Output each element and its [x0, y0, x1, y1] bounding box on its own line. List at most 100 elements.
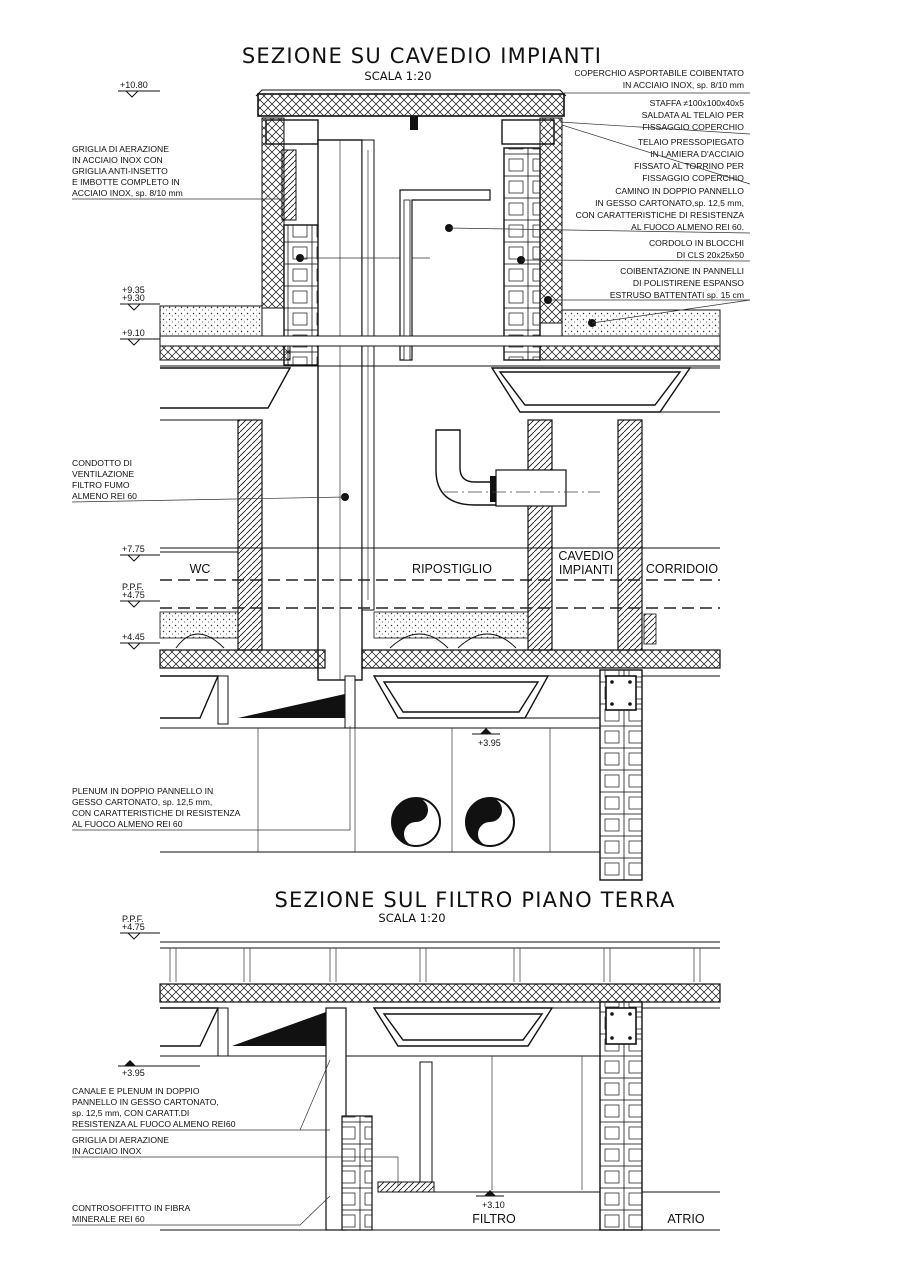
- note-plenum: PLENUM IN DOPPIO PANNELLO IN GESSO CARTO…: [72, 726, 351, 831]
- level-marker: +9.10: [120, 328, 160, 346]
- chimney-cap: [255, 89, 567, 145]
- svg-text:ALMENO REI 60: ALMENO REI 60: [72, 491, 137, 501]
- svg-text:VENTILAZIONE: VENTILAZIONE: [72, 469, 134, 479]
- svg-text:FISSAGGIO COPERCHIO: FISSAGGIO COPERCHIO: [642, 173, 744, 183]
- svg-text:+9.30: +9.30: [122, 293, 145, 303]
- svg-text:GESSO CARTONATO, sp. 12,5 mm,: GESSO CARTONATO, sp. 12,5 mm,: [72, 797, 212, 807]
- room-label-atrio: ATRIO: [667, 1212, 705, 1226]
- svg-text:DI POLISTIRENE ESPANSO: DI POLISTIRENE ESPANSO: [633, 278, 744, 288]
- walls-floor-below: [237, 419, 643, 651]
- svg-text:ESTRUSO BATTENTATI sp. 15 cm: ESTRUSO BATTENTATI sp. 15 cm: [610, 290, 744, 300]
- note-coperchio: COPERCHIO ASPORTABILE COIBENTATO IN ACCI…: [564, 68, 750, 94]
- svg-text:CORDOLO IN BLOCCHI: CORDOLO IN BLOCCHI: [649, 238, 744, 248]
- svg-text:IN GESSO CARTONATO,sp. 12,5 mm: IN GESSO CARTONATO,sp. 12,5 mm,: [595, 198, 744, 208]
- level-marker: P.P.F. +4.75: [120, 914, 160, 940]
- note-griglia: GRIGLIA DI AERAZIONE IN ACCIAIO INOX CON…: [72, 144, 288, 200]
- chimney-right-wall: [503, 117, 563, 361]
- svg-text:IN LAMIERA D'ACCIAIO: IN LAMIERA D'ACCIAIO: [650, 149, 744, 159]
- level-marker: +3.95: [118, 1060, 200, 1078]
- room-label-cavedio: CAVEDIO: [558, 549, 614, 563]
- room-label-filtro: FILTRO: [472, 1212, 516, 1226]
- svg-text:+3.10: +3.10: [482, 1200, 505, 1210]
- svg-text:PLENUM IN DOPPIO PANNELLO IN: PLENUM IN DOPPIO PANNELLO IN: [72, 786, 213, 796]
- svg-text:GRIGLIA DI AERAZIONE: GRIGLIA DI AERAZIONE: [72, 1135, 169, 1145]
- svg-text:TELAIO PRESSOPIEGATO: TELAIO PRESSOPIEGATO: [638, 137, 744, 147]
- level-marker: +3.10: [476, 1190, 505, 1210]
- scale-top: SCALA 1:20: [364, 69, 431, 83]
- svg-text:FISSAGGIO COPERCHIO: FISSAGGIO COPERCHIO: [642, 122, 744, 132]
- svg-text:sp. 12,5 mm, CON CARATT.DI: sp. 12,5 mm, CON CARATT.DI: [72, 1108, 189, 1118]
- svg-text:P.P.F.: P.P.F.: [122, 914, 144, 924]
- scale-bottom: SCALA 1:20: [378, 911, 445, 925]
- note-condotto: CONDOTTO DI VENTILAZIONE FILTRO FUMO ALM…: [71, 458, 346, 503]
- column: [599, 613, 657, 881]
- room-label-ripostiglio: RIPOSTIGLIO: [412, 562, 492, 576]
- svg-text:COPERCHIO ASPORTABILE COIBENTA: COPERCHIO ASPORTABILE COIBENTATO: [574, 68, 744, 78]
- svg-text:+3.95: +3.95: [122, 1068, 145, 1078]
- svg-text:DI CLS 20x25x50: DI CLS 20x25x50: [677, 250, 745, 260]
- level-marker: +3.95: [472, 728, 501, 748]
- svg-text:+7.75: +7.75: [122, 544, 145, 554]
- svg-text:IN ACCIAIO INOX CON: IN ACCIAIO INOX CON: [72, 155, 163, 165]
- note-staffa: STAFFA ≠100x100x40x5 SALDATA AL TELAIO P…: [559, 98, 751, 135]
- level-marker: +10.80: [118, 80, 160, 98]
- svg-text:CAMINO IN DOPPIO PANNELLO: CAMINO IN DOPPIO PANNELLO: [615, 186, 744, 196]
- column: [599, 1001, 643, 1231]
- room-label-wc: WC: [190, 562, 211, 576]
- chimney-left-wall: [261, 117, 323, 366]
- level-marker: +9.35 +9.30: [120, 285, 160, 311]
- svg-text:+3.95: +3.95: [478, 738, 501, 748]
- svg-text:+4.75: +4.75: [122, 922, 145, 932]
- svg-text:AL FUOCO ALMENO REI 60: AL FUOCO ALMENO REI 60: [72, 819, 183, 829]
- bent-pipe: [435, 429, 600, 507]
- level-marker: P.P.F. +4.75: [120, 582, 160, 608]
- svg-text:P.P.F.: P.P.F.: [122, 582, 144, 592]
- svg-text:+4.75: +4.75: [122, 590, 145, 600]
- svg-text:SALDATA AL TELAIO PER: SALDATA AL TELAIO PER: [642, 110, 744, 120]
- ground-floor-slab: [159, 941, 721, 1057]
- plenum-fans: [160, 728, 600, 853]
- svg-text:IN ACCIAIO INOX, sp. 8/10 mm: IN ACCIAIO INOX, sp. 8/10 mm: [623, 80, 744, 90]
- note-coibentazione: COIBENTAZIONE IN PANNELLI DI POLISTIRENE…: [548, 266, 751, 324]
- note-griglia-inox: GRIGLIA DI AERAZIONE IN ACCIAIO INOX: [72, 1135, 399, 1186]
- svg-text:GRIGLIA DI AERAZIONE: GRIGLIA DI AERAZIONE: [72, 144, 169, 154]
- note-canale: CANALE E PLENUM IN DOPPIO PANNELLO IN GE…: [72, 1059, 331, 1131]
- svg-text:GRIGLIA ANTI-INSETTO: GRIGLIA ANTI-INSETTO: [72, 166, 168, 176]
- roof-slab: [159, 305, 721, 421]
- svg-text:COIBENTAZIONE IN PANNELLI: COIBENTAZIONE IN PANNELLI: [620, 266, 744, 276]
- note-controsoffitto: CONTROSOFFITTO IN FIBRA MINERALE REI 60: [72, 1195, 331, 1226]
- svg-text:STAFFA ≠100x100x40x5: STAFFA ≠100x100x40x5: [650, 98, 745, 108]
- note-camino: CAMINO IN DOPPIO PANNELLO IN GESSO CARTO…: [448, 186, 751, 234]
- lower-slab: [160, 675, 720, 729]
- level-marker: +7.75: [120, 544, 160, 562]
- svg-text:+10.80: +10.80: [120, 80, 148, 90]
- room-label-impianti: IMPIANTI: [559, 563, 613, 577]
- svg-text:CON CARATTERISTICHE DI RESISTE: CON CARATTERISTICHE DI RESISTENZA: [72, 808, 241, 818]
- svg-text:MINERALE REI 60: MINERALE REI 60: [72, 1214, 145, 1224]
- floor-lines: [159, 547, 721, 669]
- svg-text:PANNELLO IN GESSO CARTONATO,: PANNELLO IN GESSO CARTONATO,: [72, 1097, 219, 1107]
- title-bottom: SEZIONE SUL FILTRO PIANO TERRA: [274, 888, 675, 912]
- room-label-corridoio: CORRIDOIO: [646, 562, 719, 576]
- svg-text:CANALE E PLENUM IN DOPPIO: CANALE E PLENUM IN DOPPIO: [72, 1086, 200, 1096]
- note-telaio: TELAIO PRESSOPIEGATO IN LAMIERA D'ACCIAI…: [561, 124, 751, 185]
- svg-text:CON CARATTERISTICHE DI RESISTE: CON CARATTERISTICHE DI RESISTENZA: [576, 210, 745, 220]
- svg-text:IN ACCIAIO INOX: IN ACCIAIO INOX: [72, 1146, 142, 1156]
- svg-text:CONTROSOFFITTO IN FIBRA: CONTROSOFFITTO IN FIBRA: [72, 1203, 191, 1213]
- note-cordolo: CORDOLO IN BLOCCHI DI CLS 20x25x50: [520, 238, 751, 262]
- svg-text:+9.10: +9.10: [122, 328, 145, 338]
- svg-text:ACCIAIO INOX, sp. 8/10 mm: ACCIAIO INOX, sp. 8/10 mm: [72, 188, 183, 198]
- svg-text:+9.35: +9.35: [122, 285, 145, 295]
- ventilation-duct: [296, 139, 430, 681]
- svg-text:CONDOTTO DI: CONDOTTO DI: [72, 458, 132, 468]
- svg-text:+4.45: +4.45: [122, 632, 145, 642]
- svg-text:RESISTENZA AL FUOCO ALMENO REI: RESISTENZA AL FUOCO ALMENO REI60: [72, 1119, 236, 1129]
- filter-room: [160, 1007, 720, 1231]
- svg-text:FILTRO FUMO: FILTRO FUMO: [72, 480, 130, 490]
- svg-text:FISSATO AL TORRINO PER: FISSATO AL TORRINO PER: [634, 161, 744, 171]
- level-marker: +4.45: [120, 632, 160, 650]
- svg-text:AL FUOCO ALMENO REI 60.: AL FUOCO ALMENO REI 60.: [631, 222, 744, 232]
- title-top: SEZIONE SU CAVEDIO IMPIANTI: [242, 44, 602, 68]
- svg-text:E IMBOTTE COMPLETO IN: E IMBOTTE COMPLETO IN: [72, 177, 180, 187]
